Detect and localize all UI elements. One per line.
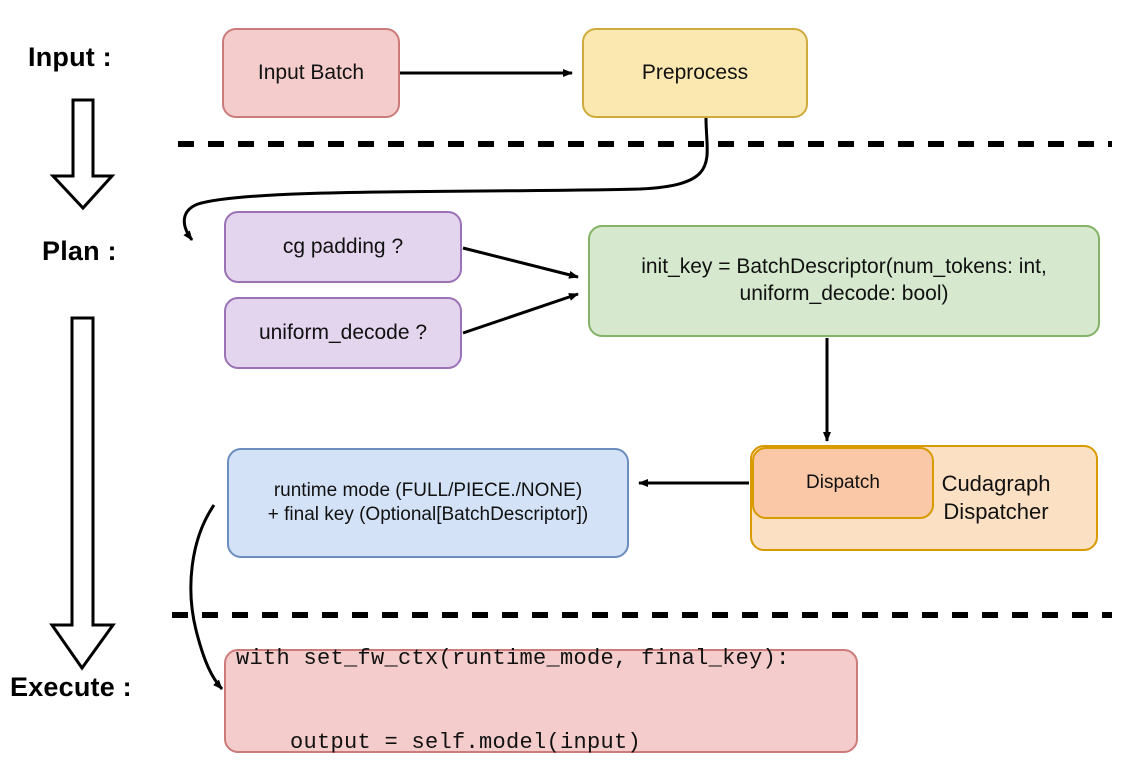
runtime-mode-node[interactable]: runtime mode (FULL/PIECE./NONE) + final …	[227, 448, 629, 558]
runtime-mode-label-line1: runtime mode (FULL/PIECE./NONE)	[273, 479, 583, 501]
cudagraph-dispatcher-label-line1: Cudagraph	[941, 470, 1051, 496]
execute-code-node[interactable]: with set_fw_ctx(runtime_mode, final_key)…	[224, 646, 858, 755]
execute-code-line2: output = self.model(input)	[236, 730, 642, 756]
edge-preprocess-to-cg-padding	[182, 117, 709, 241]
init-key-label-line1: init_key = BatchDescriptor(num_tokens: i…	[641, 255, 1047, 279]
edge-cg-padding-to-init-key	[462, 246, 579, 279]
execute-code-line1: with set_fw_ctx(runtime_mode, final_key)…	[236, 645, 790, 671]
input-batch-label: Input Batch	[257, 60, 365, 84]
init-key-label-line2: uniform_decode: bool)	[739, 282, 949, 305]
edge-uniform-decode-to-init-key	[462, 292, 579, 335]
preprocess-node[interactable]: Preprocess	[582, 28, 808, 118]
init-key-node[interactable]: init_key = BatchDescriptor(num_tokens: i…	[588, 225, 1100, 337]
edge-runtime-mode-to-execute-code	[189, 504, 224, 691]
flow-arrow-input-to-plan	[49, 98, 116, 211]
dispatch-label: Dispatch	[806, 471, 880, 493]
stage-label-execute: Execute :	[10, 672, 132, 702]
cg-padding-node[interactable]: cg padding ?	[224, 211, 462, 283]
cudagraph-dispatcher-label-line2: Dispatcher	[943, 499, 1049, 524]
uniform-decode-node[interactable]: uniform_decode ?	[224, 297, 462, 369]
cg-padding-label: cg padding ?	[282, 234, 404, 258]
runtime-mode-label-line2: + final key (Optional[BatchDescriptor])	[267, 504, 589, 525]
flow-arrow-plan-to-execute	[49, 316, 116, 671]
preprocess-label: Preprocess	[641, 60, 749, 84]
stage-label-input: Input :	[28, 42, 112, 72]
stage-label-plan: Plan :	[42, 236, 117, 266]
dispatch-node[interactable]: Dispatch	[752, 447, 934, 519]
input-batch-node[interactable]: Input Batch	[222, 28, 400, 118]
uniform-decode-label: uniform_decode ?	[258, 320, 428, 344]
